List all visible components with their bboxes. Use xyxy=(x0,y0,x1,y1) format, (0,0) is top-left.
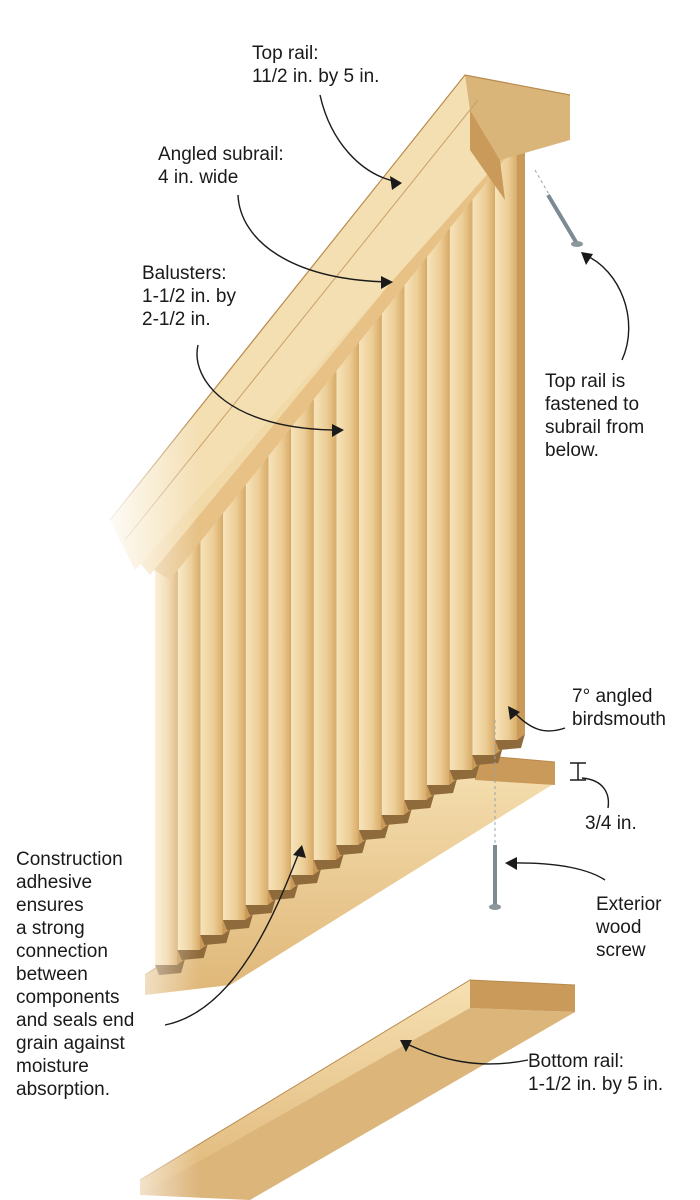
leader-baluster xyxy=(196,344,341,431)
baluster-side xyxy=(517,129,525,740)
leader-subrail xyxy=(237,194,391,283)
label-line: between xyxy=(16,964,88,985)
label-birdsmouth: 7° angled birdsmouth xyxy=(572,685,666,731)
label-line: 4 in. wide xyxy=(158,167,239,188)
label-adhesive: Construction adhesive ensures a strong c… xyxy=(16,848,134,1101)
label-angled-subrail: Angled subrail: 4 in. wide xyxy=(158,143,284,189)
leader-screw xyxy=(509,862,606,881)
top-screw xyxy=(534,169,583,247)
bottom-screw xyxy=(489,720,501,910)
baluster xyxy=(381,275,404,815)
birdsmouth-notch xyxy=(449,764,480,780)
baluster xyxy=(472,163,495,755)
leader-bottom-rail xyxy=(404,1042,529,1065)
label-line: 1-1/2 in. by 5 in. xyxy=(528,1074,664,1095)
label-line: birdsmouth xyxy=(572,709,666,730)
leader-top-rail xyxy=(319,94,399,183)
baluster xyxy=(495,135,517,740)
baluster xyxy=(313,359,336,860)
label-line: subrail from xyxy=(545,417,645,438)
label-line: moisture xyxy=(16,1056,89,1077)
label-line: Top rail: xyxy=(252,43,319,64)
label-line: ensures xyxy=(16,895,84,916)
label-line: 11/2 in. by 5 in. xyxy=(252,66,380,87)
label-line: components xyxy=(16,987,120,1008)
label-line: fastened to xyxy=(545,394,640,415)
baluster xyxy=(359,303,381,830)
label-bottom-rail: Bottom rail: 1-1/2 in. by 5 in. xyxy=(528,1050,663,1096)
birdsmouth-notch xyxy=(495,734,525,750)
leader-adhesive xyxy=(164,849,301,1026)
label-line: Bottom rail: xyxy=(528,1051,625,1072)
birdsmouth-notch xyxy=(427,779,457,795)
label-line: Construction xyxy=(16,849,123,870)
label-line: below. xyxy=(545,440,599,461)
birdsmouth-notch xyxy=(313,854,344,870)
label-line: 2-1/2 in. xyxy=(142,309,211,330)
label-line: 7° angled xyxy=(572,686,653,707)
baluster xyxy=(336,331,359,845)
label-line: Exterior xyxy=(596,894,662,915)
label-line: Top rail is xyxy=(545,371,626,392)
birdsmouth-notch xyxy=(336,839,367,855)
label-line: Angled subrail: xyxy=(158,144,284,165)
label-line: screw xyxy=(596,940,646,961)
leader-gap xyxy=(581,777,610,809)
label-gap: 3/4 in. xyxy=(585,812,637,835)
baluster xyxy=(449,191,472,770)
label-screw: Exterior wood screw xyxy=(596,893,661,962)
baluster xyxy=(427,219,449,785)
arrowheads xyxy=(293,176,593,1052)
birdsmouth-notch xyxy=(472,749,503,765)
label-line: absorption. xyxy=(16,1079,111,1100)
label-line: wood xyxy=(596,917,642,938)
label-line: a strong xyxy=(16,918,85,939)
label-top-rail-fastened: Top rail is fastened to subrail from bel… xyxy=(545,370,644,462)
label-line: 3/4 in. xyxy=(585,813,637,834)
birdsmouth-notch xyxy=(291,869,321,885)
label-top-rail: Top rail: 11/2 in. by 5 in. xyxy=(252,42,379,88)
gap-indicator xyxy=(570,762,586,781)
baluster xyxy=(404,247,427,800)
label-line: grain against xyxy=(16,1033,125,1054)
birdsmouth-notch xyxy=(381,809,412,825)
baluster xyxy=(291,387,313,875)
label-line: 1-1/2 in. by xyxy=(142,286,236,307)
label-line: adhesive xyxy=(16,872,93,893)
label-line: Balusters: xyxy=(142,263,227,284)
label-balusters: Balusters: 1-1/2 in. by 2-1/2 in. xyxy=(142,262,236,331)
label-line: and seals end xyxy=(16,1010,135,1031)
label-line: connection xyxy=(16,941,108,962)
birdsmouth-notch xyxy=(404,794,435,810)
leader-fastened xyxy=(584,254,630,361)
birdsmouth-notch xyxy=(359,824,389,840)
